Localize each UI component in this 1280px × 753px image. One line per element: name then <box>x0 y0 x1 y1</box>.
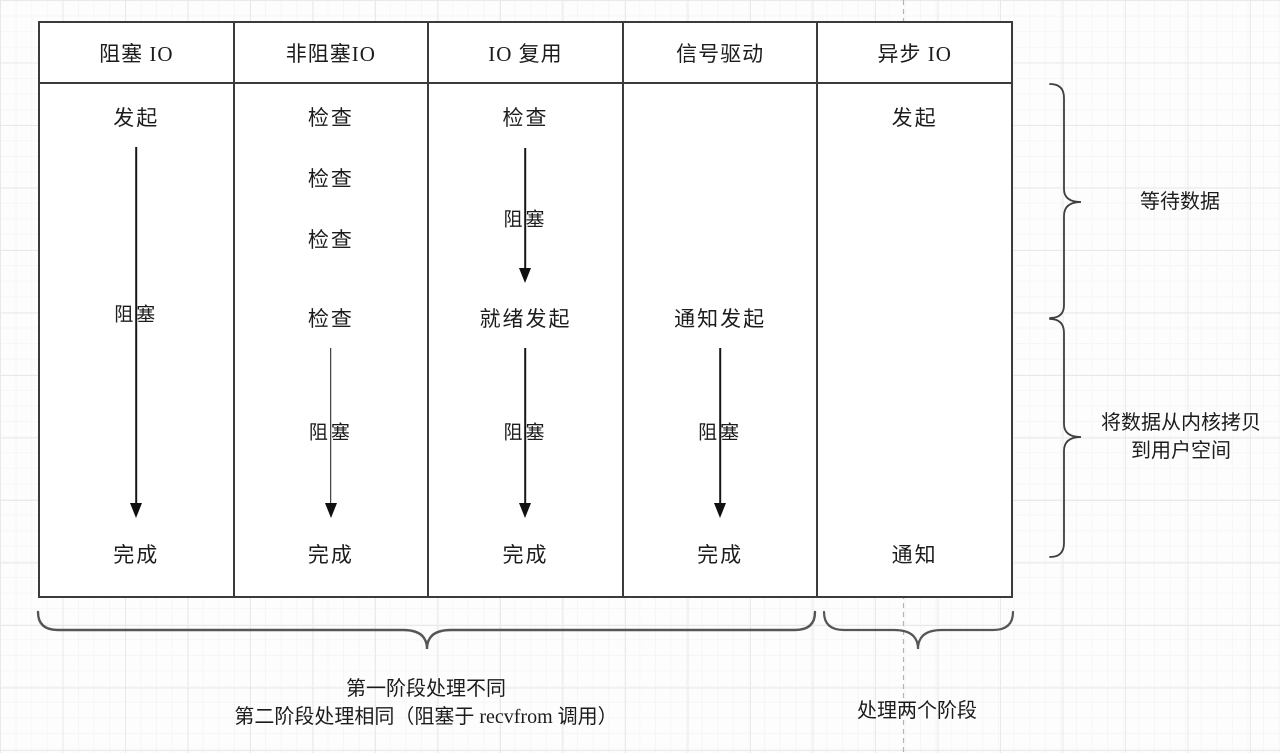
column-signal-driven: 信号驱动 通知发起 阻塞 完成 <box>623 23 819 596</box>
step-initiate: 发起 <box>113 106 160 130</box>
annotation-phase-line2: 第二阶段处理相同（阻塞于 recvfrom 调用） <box>234 706 618 728</box>
arrow-head-icon <box>324 503 337 518</box>
annotation-copy-data-line2: 到用户空间 <box>1131 440 1231 462</box>
arrow-head-icon <box>714 503 727 518</box>
blocking-arrow: 阻塞 <box>309 348 350 518</box>
step-complete: 完成 <box>502 543 549 567</box>
arrow-line <box>719 348 721 506</box>
arrow-head-icon <box>519 503 532 518</box>
brace-phase-one <box>36 610 817 650</box>
arrow-label-block: 阻塞 <box>114 304 159 326</box>
step-ready-initiate: 就绪发起 <box>479 307 572 331</box>
brace-two-phase <box>822 610 1015 650</box>
column-body-io-multiplexing: 检查 阻塞 就绪发起 阻塞 完成 <box>429 84 622 596</box>
annotation-phase-line1: 第一阶段处理不同 <box>346 678 506 700</box>
step-check-3: 检查 <box>307 228 354 252</box>
annotation-copy-data-line1: 将数据从内核拷贝 <box>1101 412 1261 434</box>
column-body-signal-driven: 通知发起 阻塞 完成 <box>624 84 817 596</box>
blocking-arrow-upper: 阻塞 <box>503 148 544 283</box>
column-header-nonblocking-io: 非阻塞IO <box>234 23 428 84</box>
arrow-label-block: 阻塞 <box>308 422 353 444</box>
arrow-head-icon <box>130 503 143 518</box>
column-blocking-io: 阻塞 IO 发起 阻塞 完成 <box>40 23 235 596</box>
step-check-4: 检查 <box>307 307 354 331</box>
annotation-copy-data: 将数据从内核拷贝 到用户空间 <box>1061 409 1280 465</box>
step-initiate: 发起 <box>891 106 938 130</box>
arrow-line <box>135 147 138 506</box>
column-header-async-io: 异步 IO <box>818 23 1011 84</box>
blocking-arrow: 阻塞 <box>114 147 155 518</box>
brace-wait-data <box>1049 83 1082 319</box>
step-check-1: 检查 <box>307 106 354 130</box>
blocking-arrow-lower: 阻塞 <box>503 348 544 518</box>
step-complete: 完成 <box>113 543 160 567</box>
step-check-2: 检查 <box>307 167 354 191</box>
column-body-nonblocking-io: 检查 检查 检查 检查 阻塞 完成 <box>235 84 428 596</box>
blocking-arrow: 阻塞 <box>698 348 739 518</box>
column-header-io-multiplexing: IO 复用 <box>429 23 622 84</box>
arrow-head-icon <box>519 268 532 283</box>
arrow-line <box>330 348 332 506</box>
annotation-two-phase: 处理两个阶段 <box>857 700 977 722</box>
column-nonblocking-io: 非阻塞IO 检查 检查 检查 检查 阻塞 完成 <box>234 23 430 596</box>
arrow-line <box>524 148 527 271</box>
annotation-phase-handling: 第一阶段处理不同 第二阶段处理相同（阻塞于 recvfrom 调用） <box>146 675 706 731</box>
arrow-label-block: 阻塞 <box>698 422 743 444</box>
step-complete: 完成 <box>697 543 744 567</box>
annotation-wait-data: 等待数据 <box>1140 191 1220 213</box>
step-notify: 通知 <box>891 543 938 567</box>
arrow-label-block: 阻塞 <box>503 422 548 444</box>
step-complete: 完成 <box>307 543 354 567</box>
arrow-label-block: 阻塞 <box>503 209 548 231</box>
step-check: 检查 <box>502 106 549 130</box>
column-async-io: 异步 IO 发起 通知 <box>818 23 1011 596</box>
arrow-line <box>524 348 527 506</box>
column-header-signal-driven: 信号驱动 <box>623 23 817 84</box>
column-body-blocking-io: 发起 阻塞 完成 <box>40 84 233 596</box>
column-body-async-io: 发起 通知 <box>818 84 1011 596</box>
column-header-blocking-io: 阻塞 IO <box>40 23 233 84</box>
io-models-table: 阻塞 IO 发起 阻塞 完成 非阻塞IO 检查 检查 检查 检查 <box>38 21 1013 598</box>
column-io-multiplexing: IO 复用 检查 阻塞 就绪发起 阻塞 完成 <box>429 23 624 596</box>
step-notify-initiate: 通知发起 <box>674 307 767 331</box>
